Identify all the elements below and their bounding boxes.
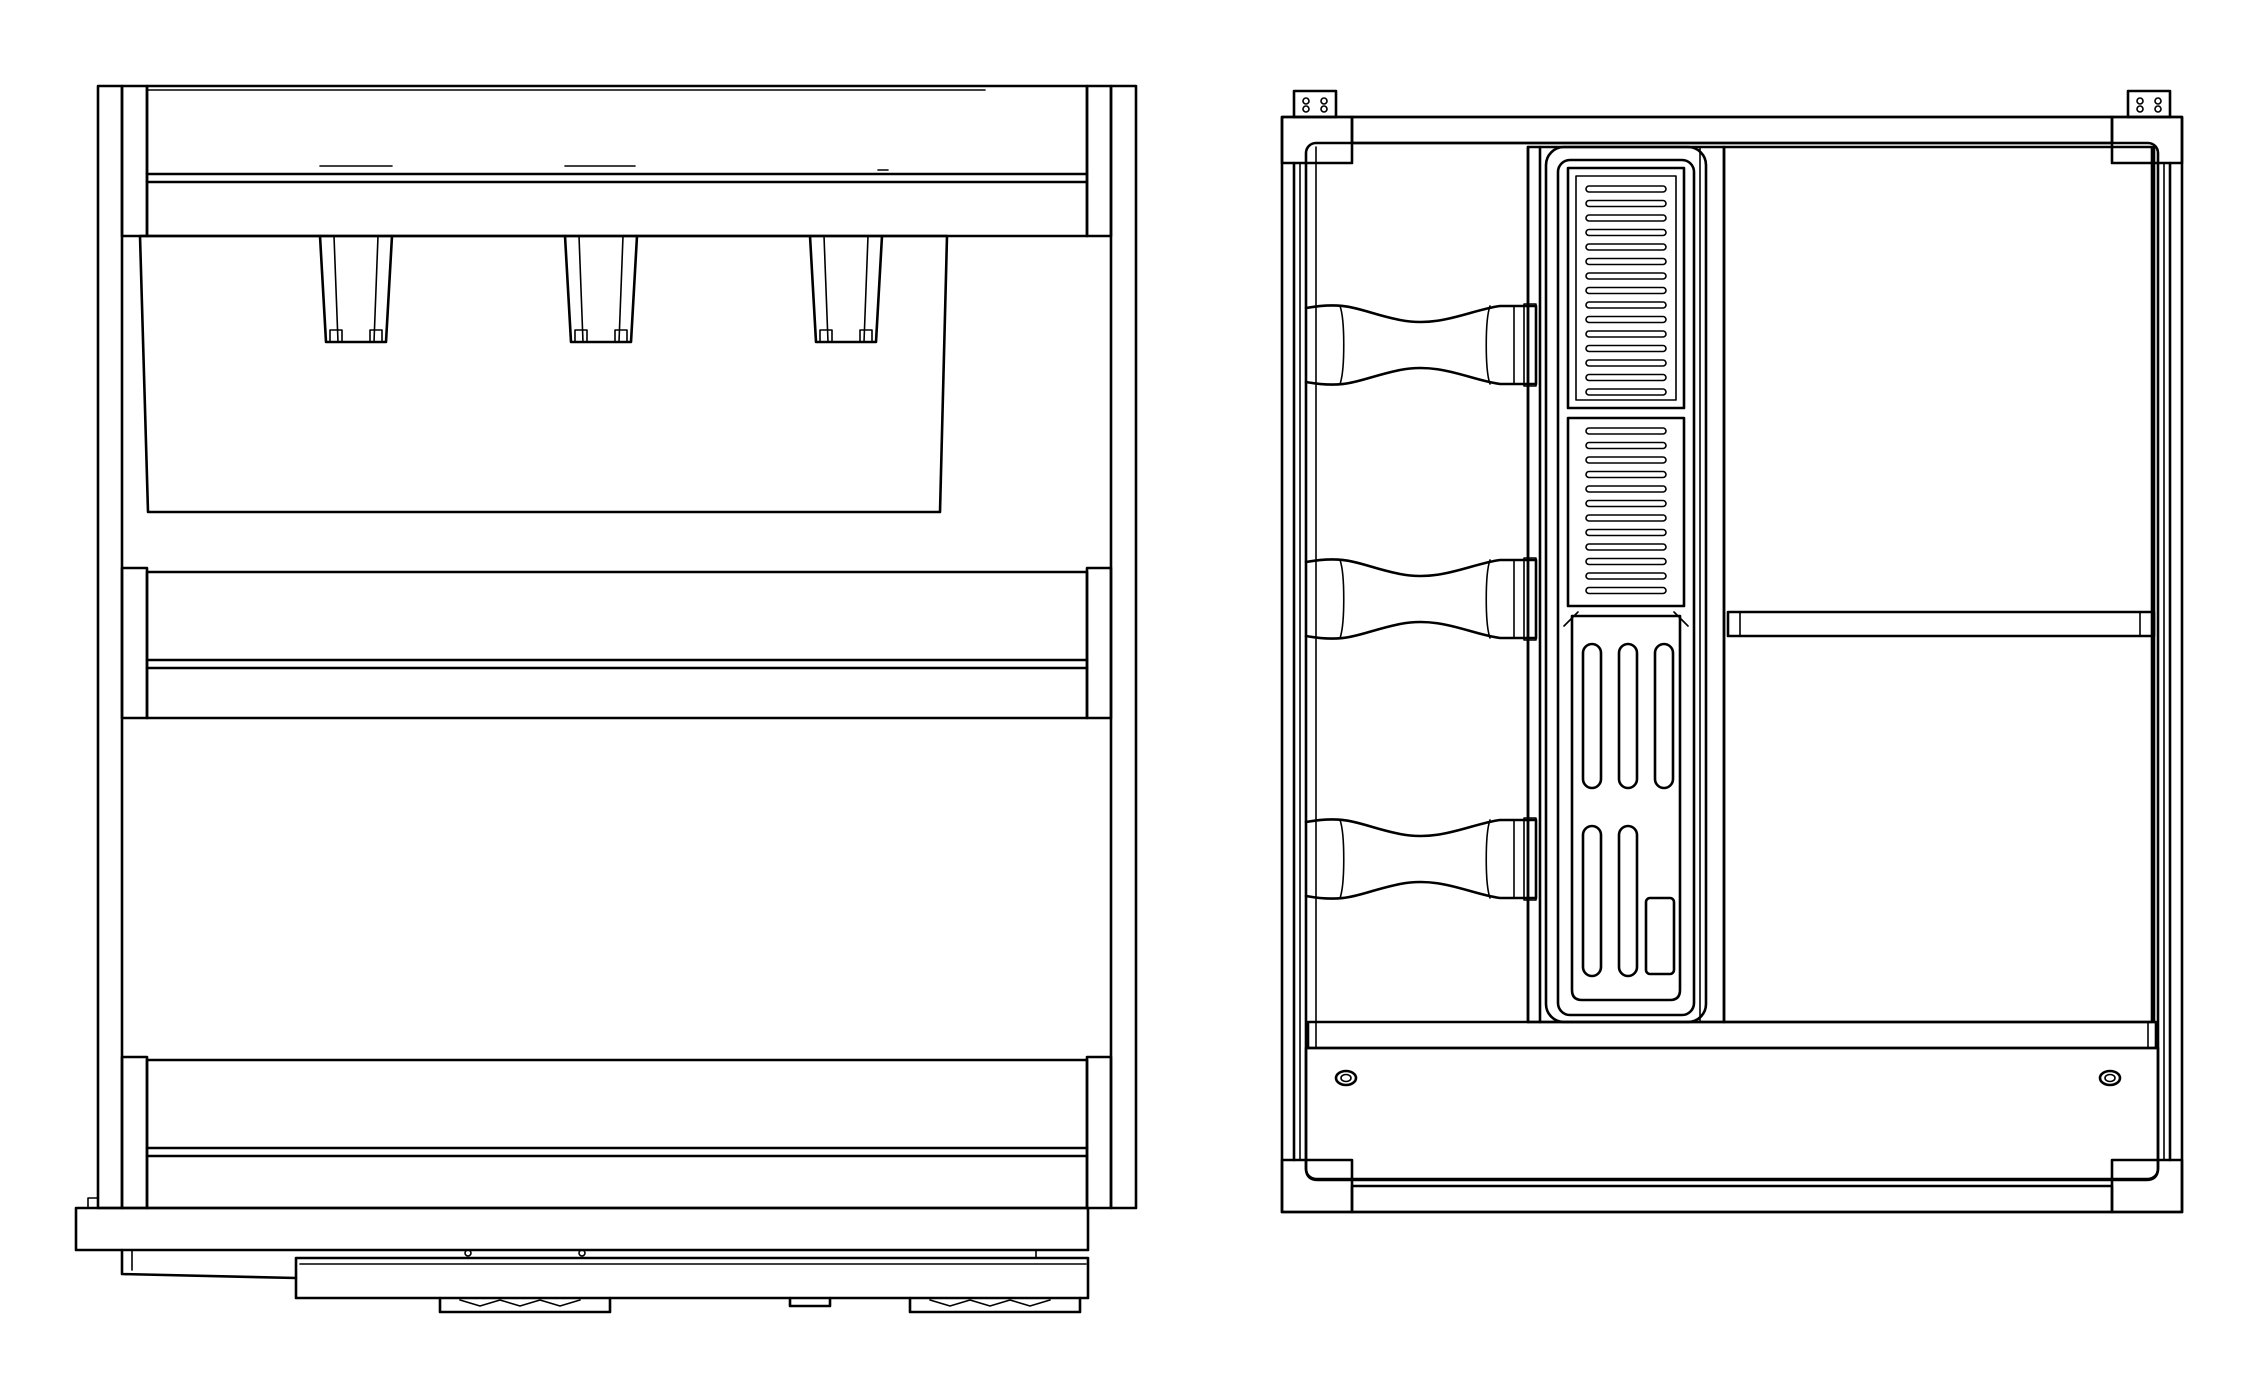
runner-feet [438, 1296, 1082, 1314]
knife-slot [1585, 557, 1667, 566]
right-compartment [1722, 145, 2156, 1024]
knife-slot [1585, 528, 1667, 537]
knife-slot [1585, 301, 1667, 309]
slide-rail [120, 1248, 1090, 1300]
screw-right [2098, 1069, 2122, 1087]
basket-hook-1 [318, 234, 394, 344]
cutting-board [1563, 611, 1689, 1002]
base-plate [74, 1175, 1090, 1252]
knife-slot [1585, 586, 1667, 595]
knife-slot [1585, 572, 1667, 580]
hanging-basket [138, 234, 949, 514]
knife-slot [1585, 243, 1667, 251]
knife-slot [1585, 485, 1667, 493]
knife-slot [1585, 257, 1667, 266]
bottle-holder-2 [1304, 557, 1538, 641]
knife-slot [1585, 388, 1667, 396]
knife-slot [1585, 470, 1667, 479]
knife-slot [1585, 514, 1667, 522]
outer-frame [1280, 115, 2184, 1214]
bottle-holder-3 [1304, 817, 1538, 901]
hinge-right [2126, 89, 2172, 119]
basket-hook-3 [808, 234, 884, 344]
knife-slot [1585, 330, 1667, 338]
knife-slot [1585, 228, 1667, 237]
right-post [1085, 84, 1138, 1210]
knife-slot [1585, 456, 1667, 464]
front-view [74, 84, 1138, 1314]
basket-hook-2 [563, 234, 639, 344]
middle-shelf [145, 570, 1089, 720]
top-shelf [145, 84, 1089, 238]
bottom-shelf [145, 1058, 1089, 1210]
knife-slot [1585, 543, 1667, 551]
knife-slot [1585, 427, 1667, 435]
bottle-holder-1 [1304, 303, 1538, 387]
knife-slot [1585, 441, 1667, 450]
front-cross-bar [1306, 1020, 2158, 1050]
hinge-left [1292, 89, 1338, 119]
knife-slot [1585, 344, 1667, 353]
front-panel [1304, 1046, 2160, 1182]
knife-slot [1585, 185, 1667, 193]
knife-block-middle [1566, 416, 1686, 608]
knife-slot [1585, 373, 1667, 382]
screw-left [1334, 1069, 1358, 1087]
knife-slot [1585, 315, 1667, 324]
knife-slot [1585, 272, 1667, 280]
knife-slot [1585, 286, 1667, 295]
top-view [1280, 89, 2184, 1214]
knife-slot [1585, 199, 1667, 208]
knife-slot [1585, 499, 1667, 508]
knife-slots-middle [1585, 427, 1667, 595]
inner-tray [1304, 141, 2160, 1181]
left-compartment [1315, 145, 1542, 1024]
knife-slot [1585, 359, 1667, 367]
knife-block-top [1566, 166, 1686, 410]
knife-slot [1585, 214, 1667, 222]
knife-slots-top [1585, 185, 1667, 396]
